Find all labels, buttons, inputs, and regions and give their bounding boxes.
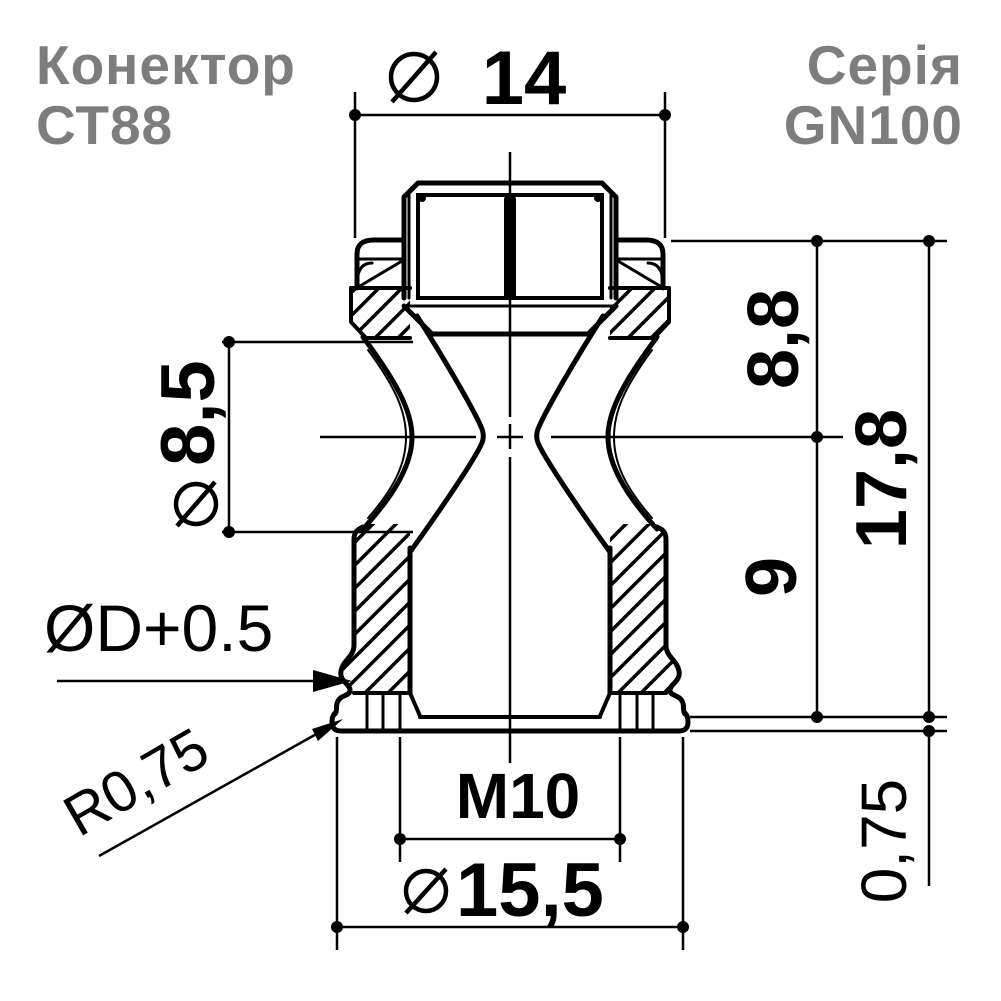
head-slot: [504, 196, 516, 298]
series-title-line1: Серія: [807, 34, 963, 96]
bottom-flange: [329, 710, 691, 734]
dim-neck-diameter: 8,5: [146, 336, 413, 538]
leader-arrow-icon: [312, 719, 343, 741]
dim-top-width-value: 14: [482, 36, 567, 121]
dim-top-width: 14: [349, 36, 671, 238]
callout-bore-text: ØD+0.5: [44, 591, 273, 665]
neck-section: [360, 313, 660, 555]
section-hatching: [341, 288, 679, 693]
product-title-line1: Конектор: [36, 34, 296, 96]
dim-flange-diameter-value: 15,5: [456, 848, 604, 933]
dim-lower-height-value: 9: [732, 557, 812, 597]
product-title: Конектор СТ88: [36, 34, 296, 156]
dim-thread-value: M10: [456, 760, 581, 832]
leader-arrow-icon: [313, 670, 352, 692]
diameter-icon: [403, 867, 449, 915]
callout-bore: ØD+0.5: [44, 591, 352, 692]
series-title: Серія GN100: [784, 34, 963, 156]
dim-total-height-value: 17,8: [842, 409, 922, 549]
diameter-icon: [388, 50, 440, 104]
right-foot: [598, 691, 668, 732]
series-title-line2: GN100: [784, 94, 963, 156]
dim-flange-thickness-value: 0,75: [848, 779, 920, 904]
left-foot: [352, 691, 422, 732]
dim-upper-height-value: 8,8: [734, 289, 814, 389]
dim-thread: M10: [394, 737, 626, 862]
dim-flange-diameter: 15,5: [331, 737, 689, 950]
product-title-line2: СТ88: [36, 94, 173, 156]
diameter-icon: [173, 480, 219, 528]
dim-right-stack: 8,8 17,8 9 0,75: [671, 235, 947, 903]
left-ear: [349, 237, 412, 340]
right-ear: [608, 237, 671, 340]
dim-neck-diameter-value: 8,5: [146, 360, 231, 466]
part-view: [329, 180, 691, 734]
